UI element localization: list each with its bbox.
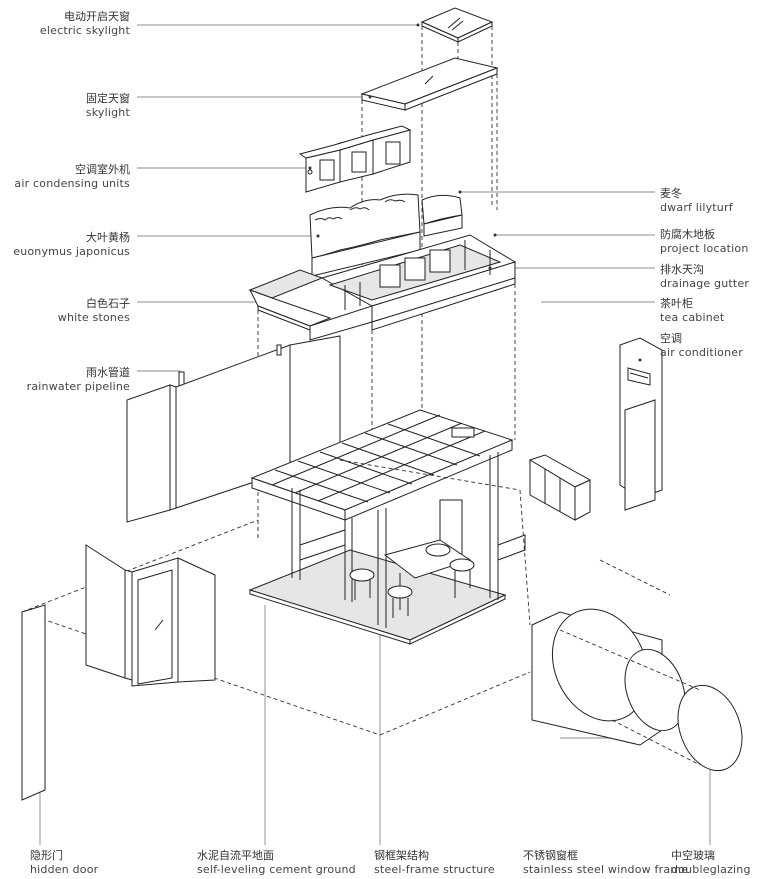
label-air-conditioner: 空调 air conditioner [660,332,743,360]
label-steel-frame: 钢框架结构 steel-frame structure [374,849,495,877]
label-white-stones: 白色石子 white stones [58,297,130,325]
label-rainwater-pipeline: 雨水管道 rainwater pipeline [27,366,130,394]
label-electric-skylight: 电动开启天窗 electric skylight [40,10,130,38]
label-rainwater-pipeline-zh: 雨水管道 [86,366,130,379]
label-hidden-door: 隐形门 hidden door [30,849,98,877]
hidden-door-walls [21,544,216,801]
label-air-condensing-units-en: air condensing units [14,177,130,190]
leader-dots [308,23,642,362]
interior-floor [248,452,526,645]
label-project-location-en: project location [660,242,749,255]
label-air-condensing-units-zh: 空调室外机 [75,163,130,176]
label-white-stones-zh: 白色石子 [86,297,130,310]
label-skylight-zh: 固定天窗 [86,92,130,105]
label-window-frame-en: stainless steel window frame [523,863,689,876]
label-cement-ground-en: self-leveling cement ground [197,863,356,876]
label-steel-frame-zh: 钢框架结构 [374,849,429,862]
fixed-skylight [360,57,499,111]
label-doubleglazing-en: doubleglazing [671,863,751,876]
label-drainage-gutter-en: drainage gutter [660,277,750,290]
roof-terrace [248,234,517,341]
round-window-wall [531,608,743,772]
steel-frame-roof [250,409,514,521]
label-euonymus-en: euonymus japonicus [13,245,130,258]
label-cement-ground-zh: 水泥自流平地面 [197,849,274,862]
label-dwarf-lilyturf-zh: 麦冬 [660,187,682,200]
label-dwarf-lilyturf-en: dwarf lilyturf [660,201,733,214]
label-steel-frame-en: steel-frame structure [374,863,495,876]
label-cement-ground: 水泥自流平地面 self-leveling cement ground [197,849,356,877]
label-window-frame: 不锈钢窗框 stainless steel window frame [523,849,688,877]
label-tea-cabinet-zh: 茶叶柜 [660,297,693,310]
label-electric-skylight-en: electric skylight [39,24,130,37]
electric-skylight [420,7,494,43]
label-doubleglazing-zh: 中空玻璃 [671,849,715,862]
label-project-location: 防腐木地板 project location [660,228,749,256]
tea-cabinet [528,454,592,521]
label-euonymus: 大叶黄杨 euonymus japonicus [13,231,130,259]
label-dwarf-lilyturf: 麦冬 dwarf lilyturf [660,187,733,215]
label-air-conditioner-zh: 空调 [660,332,682,345]
air-condensing-units [298,125,412,193]
label-air-condensing-units: 空调室外机 air condensing units [14,163,130,191]
label-euonymus-zh: 大叶黄杨 [86,231,130,244]
label-drainage-gutter: 排水天沟 drainage gutter [660,263,749,291]
label-rainwater-pipeline-en: rainwater pipeline [26,380,130,393]
label-doubleglazing: 中空玻璃 doubleglazing [671,849,751,877]
label-hidden-door-zh: 隐形门 [30,849,63,862]
air-conditioner-wall [619,337,663,511]
label-window-frame-zh: 不锈钢窗框 [523,849,578,862]
label-tea-cabinet: 茶叶柜 tea cabinet [660,297,724,325]
hedge-planters [309,193,463,277]
label-drainage-gutter-zh: 排水天沟 [660,263,704,276]
label-air-conditioner-en: air conditioner [660,346,743,359]
label-hidden-door-en: hidden door [30,863,99,876]
label-tea-cabinet-en: tea cabinet [660,311,725,324]
label-electric-skylight-zh: 电动开启天窗 [64,10,130,23]
label-project-location-zh: 防腐木地板 [660,228,715,241]
label-white-stones-en: white stones [57,311,130,324]
label-skylight-en: skylight [85,106,130,119]
side-wall-panels [126,335,341,523]
label-skylight: 固定天窗 skylight [86,92,130,120]
